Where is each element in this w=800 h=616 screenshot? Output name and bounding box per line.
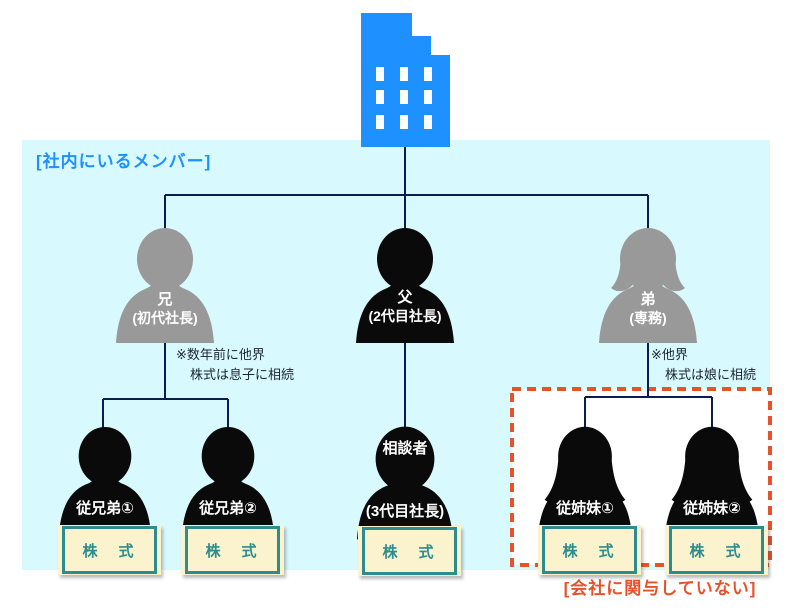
stock-label: 株 式 [185, 526, 280, 574]
stock-badge-cousin-m1: 株 式 [58, 525, 161, 575]
person-label-cousin-f2: 従姉妹② [683, 500, 741, 517]
stock-label: 株 式 [669, 526, 764, 574]
stock-label: 株 式 [542, 526, 637, 574]
stock-badge-cousin-m2: 株 式 [181, 525, 284, 575]
person-label-younger-brother: 弟 (専務) [598, 291, 698, 327]
note-line-2: 株式は娘に相続 [665, 367, 757, 383]
stock-label: 株 式 [62, 526, 157, 574]
stock-badge-consulter: 株 式 [358, 526, 461, 576]
person-silhouette-father [356, 228, 454, 343]
note-younger-brother: ※他界 株式は娘に相続 [651, 345, 756, 385]
person-name: 弟 [640, 291, 656, 308]
person-silhouette-cousin-m1 [58, 426, 152, 536]
tree-connectors [102, 147, 713, 438]
stock-badge-cousin-f2: 株 式 [665, 525, 768, 575]
stock-badge-cousin-f1: 株 式 [538, 525, 641, 575]
person-silhouette-cousin-m2 [181, 426, 275, 536]
company-area-label: [社内にいるメンバー] [36, 152, 212, 171]
person-title: (専務) [629, 309, 667, 326]
stock-label: 株 式 [362, 527, 457, 575]
person-label-cousin-f1: 従姉妹① [556, 500, 614, 517]
note-line-1: ※数年前に他界 [176, 347, 265, 362]
person-name: 父 [397, 289, 413, 306]
person-silhouette-cousin-f1 [537, 426, 633, 538]
building-icon [361, 13, 450, 147]
person-title: (初代社長) [132, 309, 198, 326]
note-elder-brother: ※数年前に他界 株式は息子に相続 [176, 345, 294, 385]
person-label-cousin-m2: 従兄弟② [199, 500, 257, 517]
person-label-father: 父 (2代目社長) [345, 289, 465, 325]
note-line-1: ※他界 [651, 347, 688, 362]
person-name: 兄 [157, 291, 173, 308]
excluded-area-label: [会社に関与していない] [563, 579, 757, 598]
person-silhouette-consulter [356, 426, 454, 540]
person-title-consulter: (3代目社長) [365, 503, 445, 520]
note-line-2: 株式は息子に相続 [190, 367, 295, 383]
person-label-cousin-m1: 従兄弟① [76, 500, 134, 517]
person-label-elder-brother: 兄 (初代社長) [115, 291, 215, 327]
person-silhouette-cousin-f2 [664, 426, 760, 538]
person-label-consulter: 相談者 [382, 440, 428, 457]
person-silhouette-younger-brother [599, 228, 697, 343]
person-silhouette-elder-brother [116, 228, 214, 343]
person-title: (2代目社長) [368, 307, 442, 324]
